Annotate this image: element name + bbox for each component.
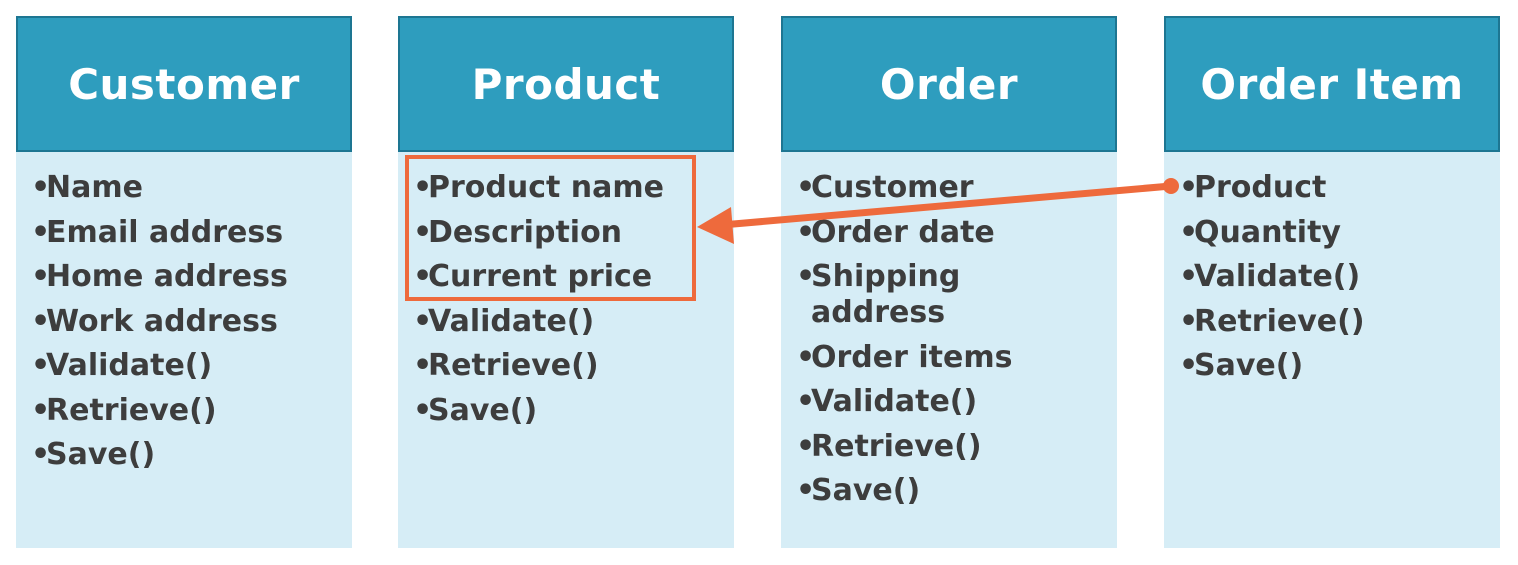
member-item: •Current price [413,255,729,300]
bullet: • [796,259,816,294]
member-label: Order date [811,214,995,250]
member-label: Save() [428,392,538,428]
member-item: •Order date [796,211,1112,256]
member-label: Validate() [1194,259,1361,294]
bullet: • [31,214,51,250]
member-label: Current price [428,259,653,294]
bullet: • [1179,214,1199,250]
member-label: Shipping address [811,259,961,330]
member-label: Name [46,170,143,205]
member-label: Validate() [46,348,213,383]
member-item: •Quantity [1179,211,1495,256]
member-item: •Name [31,166,347,211]
bullet: • [31,348,51,383]
member-item: •Shipping address [796,255,1112,336]
bullet: • [413,392,433,428]
member-item: •Validate() [796,380,1112,425]
member-item: •Validate() [31,344,347,389]
bullet: • [1179,170,1199,205]
member-item: •Validate() [1179,255,1495,300]
member-label: Retrieve() [46,392,217,428]
bullet: • [796,384,816,419]
member-item: •Order items [796,336,1112,381]
class-title: Customer [16,16,352,152]
member-label: Product name [428,170,665,205]
member-item: •Work address [31,300,347,345]
bullet: • [31,437,51,472]
member-label: Validate() [811,384,978,419]
member-list: •Product name •Description •Current pric… [413,166,729,433]
bullet: • [796,339,816,375]
member-label: Save() [1194,348,1304,383]
class-title: Product [398,16,734,152]
bullet: • [796,473,816,508]
member-item: •Save() [796,469,1112,514]
bullet: • [796,170,816,205]
member-item: •Validate() [413,300,729,345]
class-card-order-item: Order Item •Product •Quantity •Validate(… [1164,16,1500,548]
member-item: •Product [1179,166,1495,211]
class-card-product: Product •Product name •Description •Curr… [398,16,734,548]
member-list: •Customer •Order date •Shipping address … [796,166,1112,514]
member-item: •Customer [796,166,1112,211]
member-item: •Save() [31,433,347,478]
member-item: •Retrieve() [796,425,1112,470]
member-label: Email address [46,214,284,250]
member-label: Order items [811,339,1013,375]
bullet: • [31,170,51,205]
member-label: Home address [46,259,288,294]
member-label: Validate() [428,303,595,339]
member-label: Save() [46,437,156,472]
member-label: Product [1194,170,1327,205]
member-item: •Description [413,211,729,256]
bullet: • [796,214,816,250]
member-label: Retrieve() [428,348,599,383]
bullet: • [413,303,433,339]
bullet: • [413,214,433,250]
bullet: • [413,259,433,294]
member-label: Retrieve() [811,428,982,464]
member-item: •Retrieve() [31,389,347,434]
member-label: Customer [811,170,974,205]
bullet: • [31,259,51,294]
member-label: Quantity [1194,214,1341,250]
class-title: Order [781,16,1117,152]
member-label: Work address [46,303,278,339]
member-label: Save() [811,473,921,508]
class-card-customer: Customer •Name •Email address •Home addr… [16,16,352,548]
class-title: Order Item [1164,16,1500,152]
class-card-order: Order •Customer •Order date •Shipping ad… [781,16,1117,548]
bullet: • [31,303,51,339]
member-label: Retrieve() [1194,303,1365,339]
bullet: • [1179,259,1199,294]
member-item: •Save() [413,389,729,434]
bullet: • [1179,303,1199,339]
member-item: •Save() [1179,344,1495,389]
member-item: •Email address [31,211,347,256]
bullet: • [1179,348,1199,383]
member-list: •Product •Quantity •Validate() •Retrieve… [1179,166,1495,389]
bullet: • [796,428,816,464]
bullet: • [413,170,433,205]
member-list: •Name •Email address •Home address •Work… [31,166,347,478]
bullet: • [31,392,51,428]
bullet: • [413,348,433,383]
member-label: Description [428,214,623,250]
member-item: •Retrieve() [413,344,729,389]
member-item: •Retrieve() [1179,300,1495,345]
member-item: •Product name [413,166,729,211]
member-item: •Home address [31,255,347,300]
